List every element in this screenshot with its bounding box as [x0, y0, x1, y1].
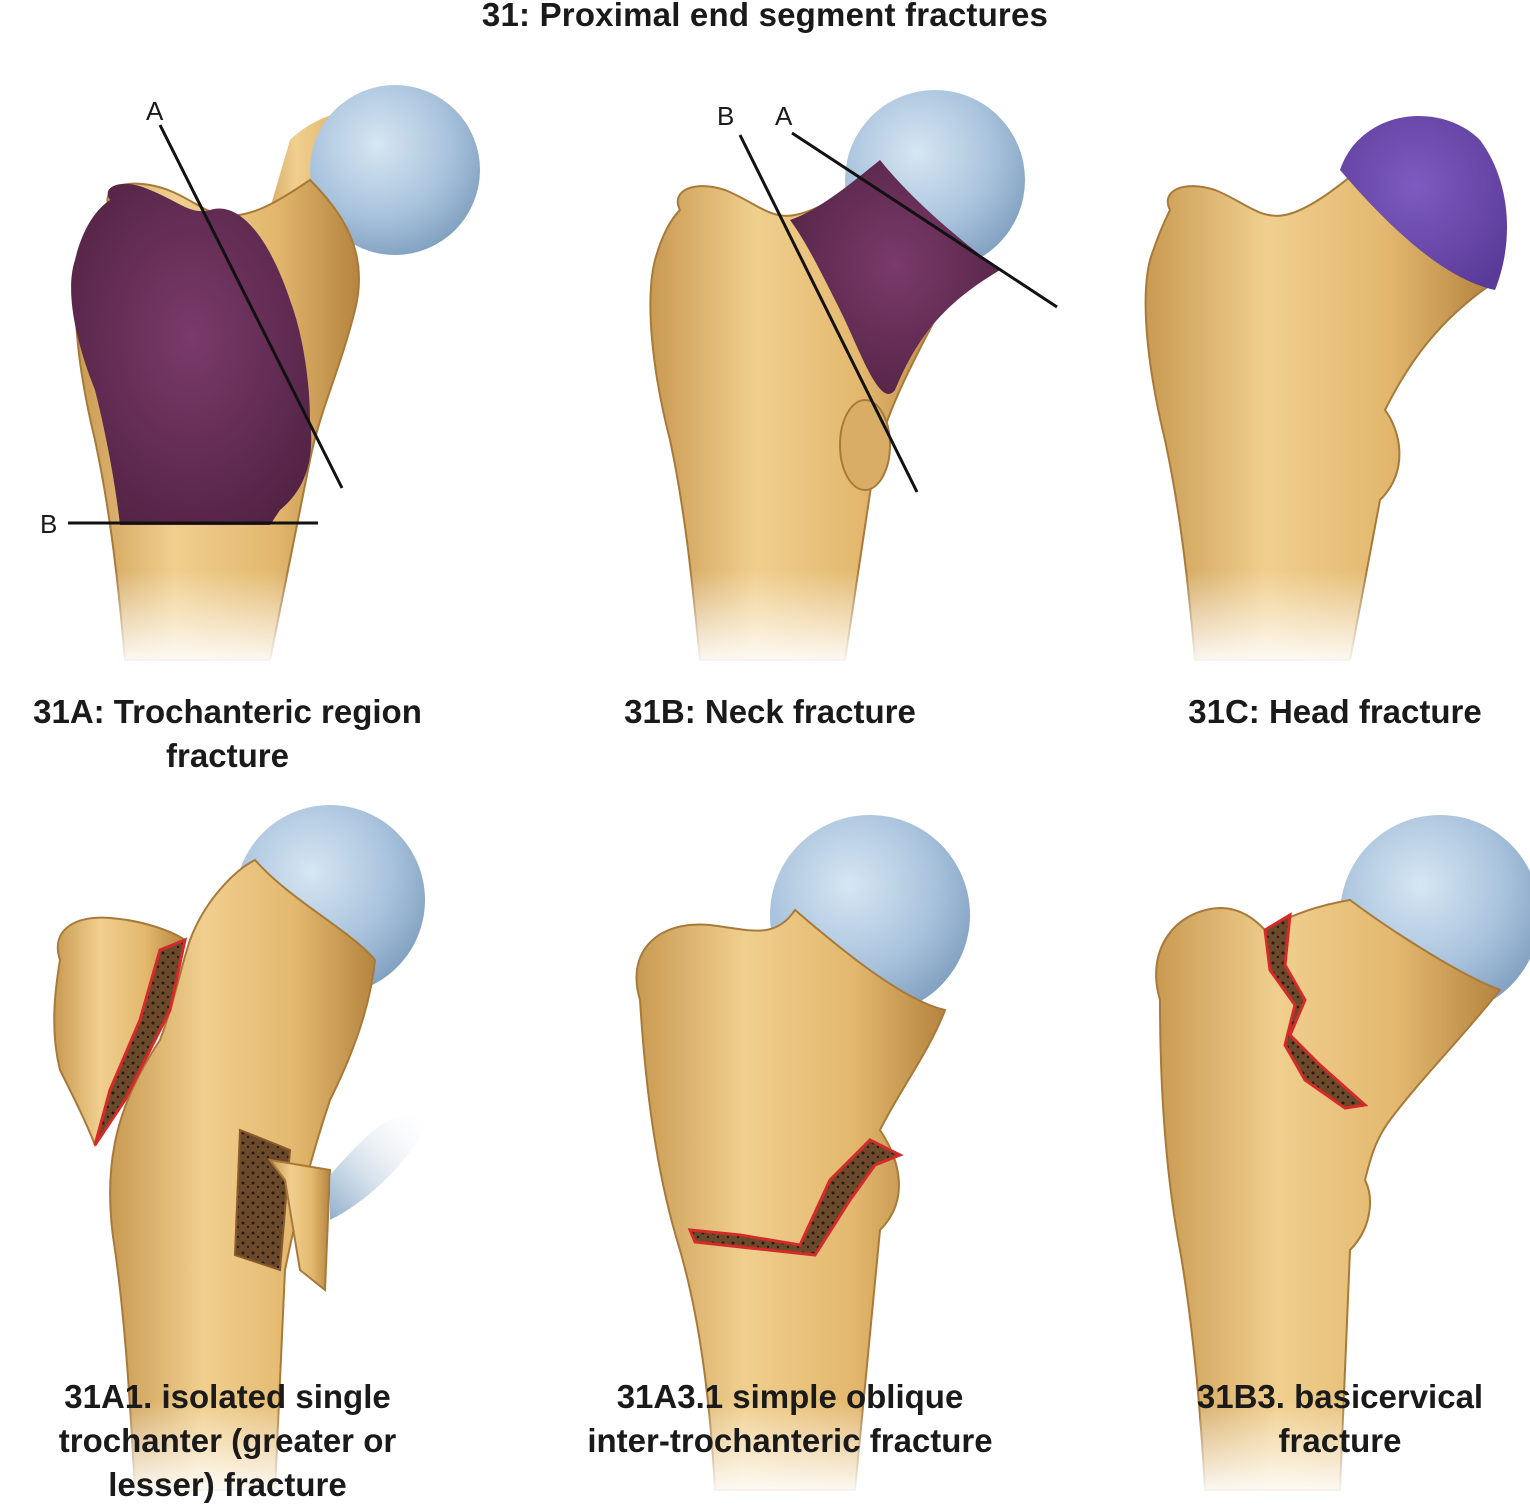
caption-31A3-line2: inter-trochanteric fracture: [587, 1422, 993, 1459]
caption-31A-line2: fracture: [166, 737, 289, 774]
label-A-31B: A: [775, 101, 793, 131]
caption-31A-line1: 31A: Trochanteric region: [33, 693, 422, 730]
label-B-31B: B: [717, 101, 734, 131]
caption-31A1: 31A1. isolated single trochanter (greate…: [0, 1375, 455, 1507]
label-B-31A: B: [40, 509, 57, 539]
caption-31A3-line1: 31A3.1 simple oblique: [616, 1378, 964, 1415]
panel-31A1-femur: [53, 805, 430, 1500]
caption-31C: 31C: Head fracture: [1188, 693, 1482, 730]
panel-31C-femur: [1144, 116, 1507, 670]
caption-31B3-line2: fracture: [1278, 1422, 1402, 1459]
panel-31A3-femur: [635, 815, 970, 1500]
panel-31B3-femur: [1155, 815, 1530, 1500]
figure-title: 31: Proximal end segment fractures: [481, 0, 1049, 33]
line-B-31B: [738, 134, 919, 493]
caption-31A1-line2: trochanter (greater or: [58, 1422, 397, 1459]
caption-31A1-line3: lesser) fracture: [108, 1466, 347, 1503]
line-A-31A: [158, 124, 344, 489]
caption-31B3: 31B3. basicervical fracture: [1160, 1375, 1520, 1463]
caption-31A3: 31A3.1 simple oblique inter-trochanteric…: [540, 1375, 1040, 1463]
panel-31A-femur: [71, 85, 480, 670]
panel-31B-femur: [649, 90, 1025, 670]
caption-31B: 31B: Neck fracture: [624, 693, 916, 730]
caption-31B3-line1: 31B3. basicervical: [1196, 1378, 1484, 1415]
label-A-31A: A: [146, 96, 164, 126]
caption-31A1-line1: 31A1. isolated single: [64, 1378, 391, 1415]
caption-31A: 31A: Trochanteric region fracture: [0, 690, 455, 778]
line-A-31B: [791, 131, 1058, 309]
